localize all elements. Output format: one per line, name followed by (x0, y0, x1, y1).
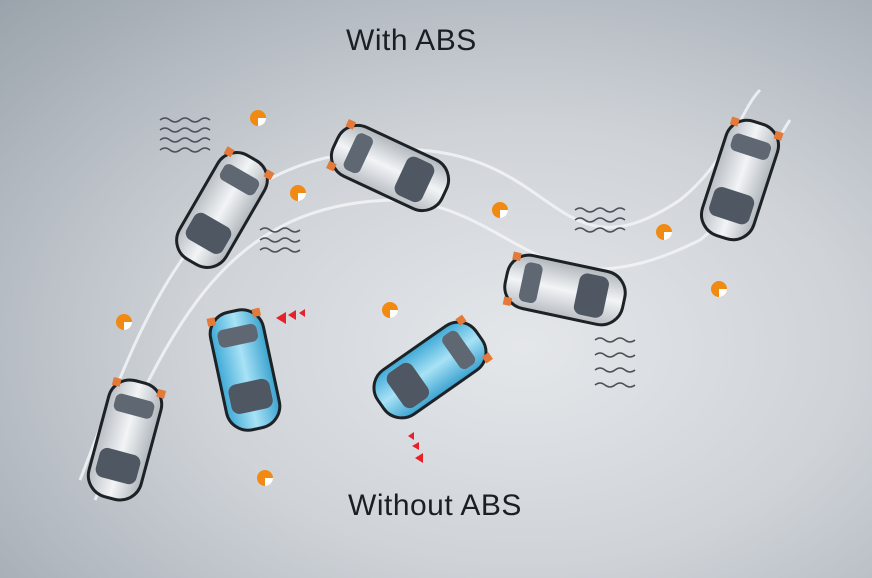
without-abs-label: Without ABS (348, 489, 522, 522)
blue-cars (204, 304, 497, 436)
warning-arrows (276, 309, 423, 463)
skid-marks (159, 117, 636, 388)
with-abs-label: With ABS (346, 24, 477, 57)
tire-tracks (78, 88, 792, 501)
silver-cars (81, 113, 786, 507)
